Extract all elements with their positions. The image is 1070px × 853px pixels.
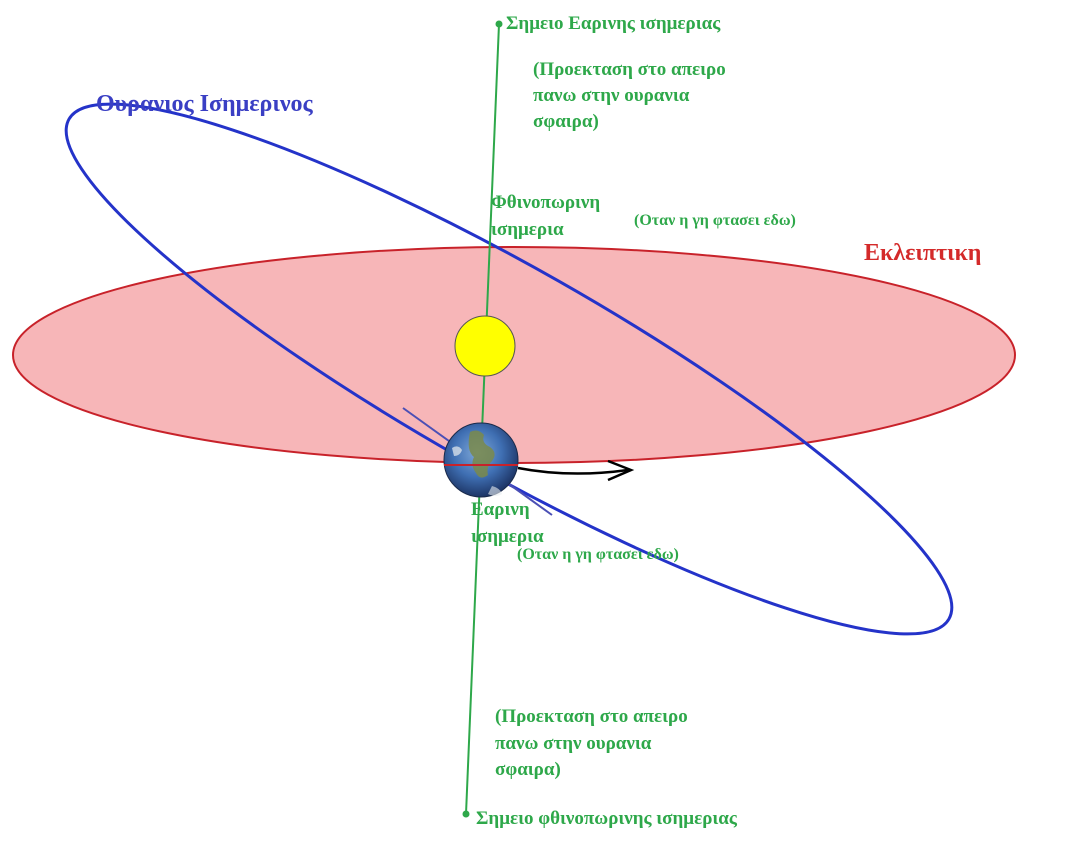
vernal-point-marker	[495, 20, 503, 28]
projection-top-line-2: πανω στην ουρανια	[533, 85, 690, 106]
projection-top-line-1: (Προεκταση στο απειρο	[533, 59, 726, 80]
ecliptic-label: Εκλειπτικη	[864, 240, 981, 266]
arrow-head-icon	[607, 459, 635, 482]
projection-bottom-line-1: (Προεκταση στο απειρο	[495, 706, 688, 727]
projection-top-line-3: σφαιρα)	[533, 111, 599, 132]
autumnal-equinox-label-line-1: Φθινοπωρινη	[491, 192, 600, 213]
when-earth-arrives-bottom: (Οταν η γη φτασει εδω)	[517, 546, 679, 563]
earth	[443, 422, 519, 498]
autumnal-point-label: Σημειο φθινοπωρινης ισημεριας	[476, 808, 738, 829]
equinox-line	[465, 23, 500, 815]
vernal-equinox-label-line-2: ισημερια	[471, 526, 544, 547]
sun	[454, 315, 516, 377]
celestial-equator-label: Ουρανιος Ισημερινος	[96, 91, 314, 117]
vernal-equinox-label-line-1: Εαρινη	[471, 499, 530, 520]
autumnal-equinox-label-line-2: ισημερια	[491, 219, 564, 240]
projection-bottom-line-3: σφαιρα)	[495, 759, 561, 780]
autumnal-point-marker	[462, 810, 470, 818]
vernal-point-label: Σημειο Εαρινης ισημεριας	[506, 13, 721, 34]
projection-bottom-line-2: πανω στην ουρανια	[495, 733, 652, 754]
when-earth-arrives-top: (Οταν η γη φτασει εδω)	[634, 212, 796, 229]
orbit-direction-arrow	[517, 466, 629, 475]
